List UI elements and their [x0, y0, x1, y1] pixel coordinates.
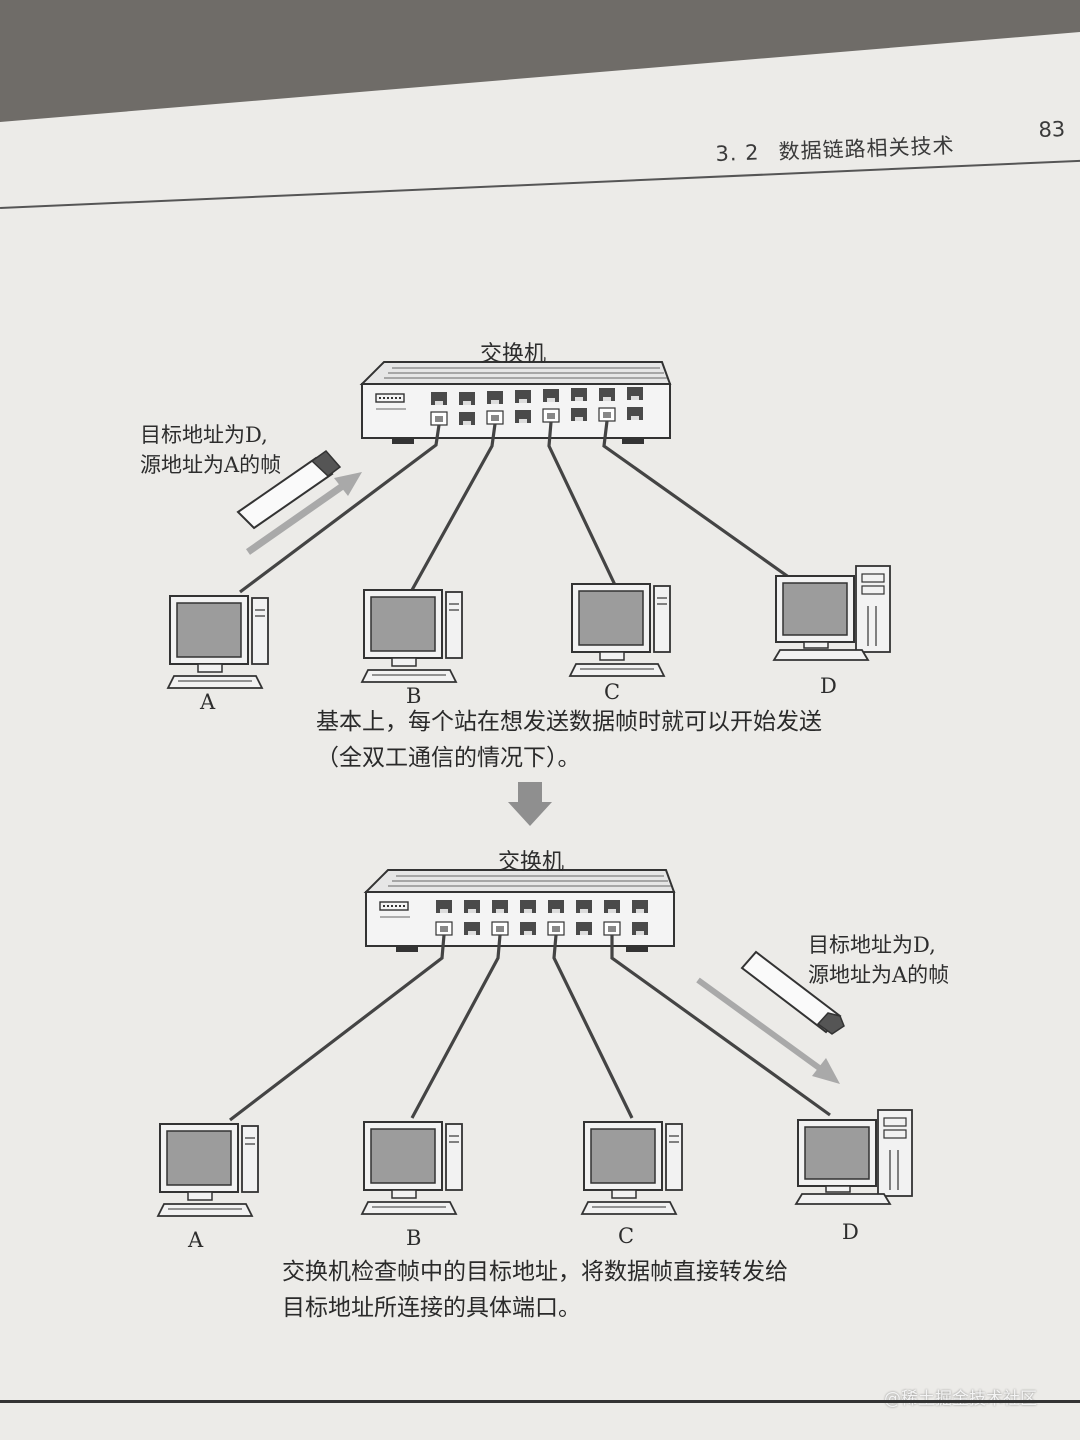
bottom-host-b — [361, 1121, 463, 1215]
bottom-frame-packet — [740, 950, 845, 1035]
bottom-host-d — [795, 1109, 913, 1205]
bottom-host-a — [157, 1123, 259, 1217]
top-host-b — [361, 589, 463, 683]
top-host-a — [167, 595, 269, 689]
bottom-frame-note-line-1: 目标地址为D, — [808, 933, 936, 957]
top-caption: 基本上，每个站在想发送数据帧时就可以开始发送 （全双工通信的情况下）。 — [316, 704, 822, 776]
bottom-host-label-a: A — [188, 1228, 204, 1252]
bottom-travel-arrow — [696, 977, 840, 1084]
bottom-caption-line-2: 目标地址所连接的具体端口。 — [282, 1295, 581, 1321]
bottom-switch-label: 交换机 — [498, 850, 565, 875]
bottom-frame-note: 目标地址为D, 源地址为A的帧 — [808, 930, 949, 990]
top-host-label-b: B — [406, 684, 422, 708]
bottom-host-c — [581, 1121, 683, 1215]
bottom-host-label-b: B — [406, 1226, 422, 1250]
top-travel-arrow — [245, 472, 362, 555]
top-caption-line-1: 基本上，每个站在想发送数据帧时就可以开始发送 — [316, 709, 822, 735]
bottom-frame-note-line-2: 源地址为A的帧 — [808, 963, 950, 987]
top-host-label-c: C — [604, 680, 621, 704]
top-frame-note-line-2: 源地址为A的帧 — [140, 453, 282, 477]
bottom-caption: 交换机检查帧中的目标地址，将数据帧直接转发给 目标地址所连接的具体端口。 — [282, 1254, 788, 1326]
bottom-rule — [0, 1400, 1080, 1403]
top-switch — [361, 361, 671, 445]
top-caption-line-2: （全双工通信的情况下）。 — [316, 745, 581, 771]
top-host-label-d: D — [820, 674, 837, 698]
top-frame-packet — [236, 449, 342, 530]
bottom-switch — [365, 869, 675, 953]
bottom-host-label-d: D — [842, 1220, 859, 1244]
top-host-label-a: A — [200, 690, 216, 714]
step-down-arrow — [508, 782, 552, 826]
top-frame-note: 目标地址为D, 源地址为A的帧 — [140, 420, 281, 480]
top-frame-note-line-1: 目标地址为D, — [140, 423, 268, 447]
bottom-caption-line-1: 交换机检查帧中的目标地址，将数据帧直接转发给 — [282, 1259, 788, 1285]
top-host-d — [773, 565, 891, 661]
bottom-host-label-c: C — [618, 1224, 635, 1248]
top-cables — [239, 420, 791, 594]
top-host-c — [569, 583, 671, 677]
top-switch-label: 交换机 — [480, 342, 547, 367]
watermark: @稀土掘金技术社区 — [884, 1389, 1037, 1409]
bottom-cables — [229, 934, 831, 1122]
